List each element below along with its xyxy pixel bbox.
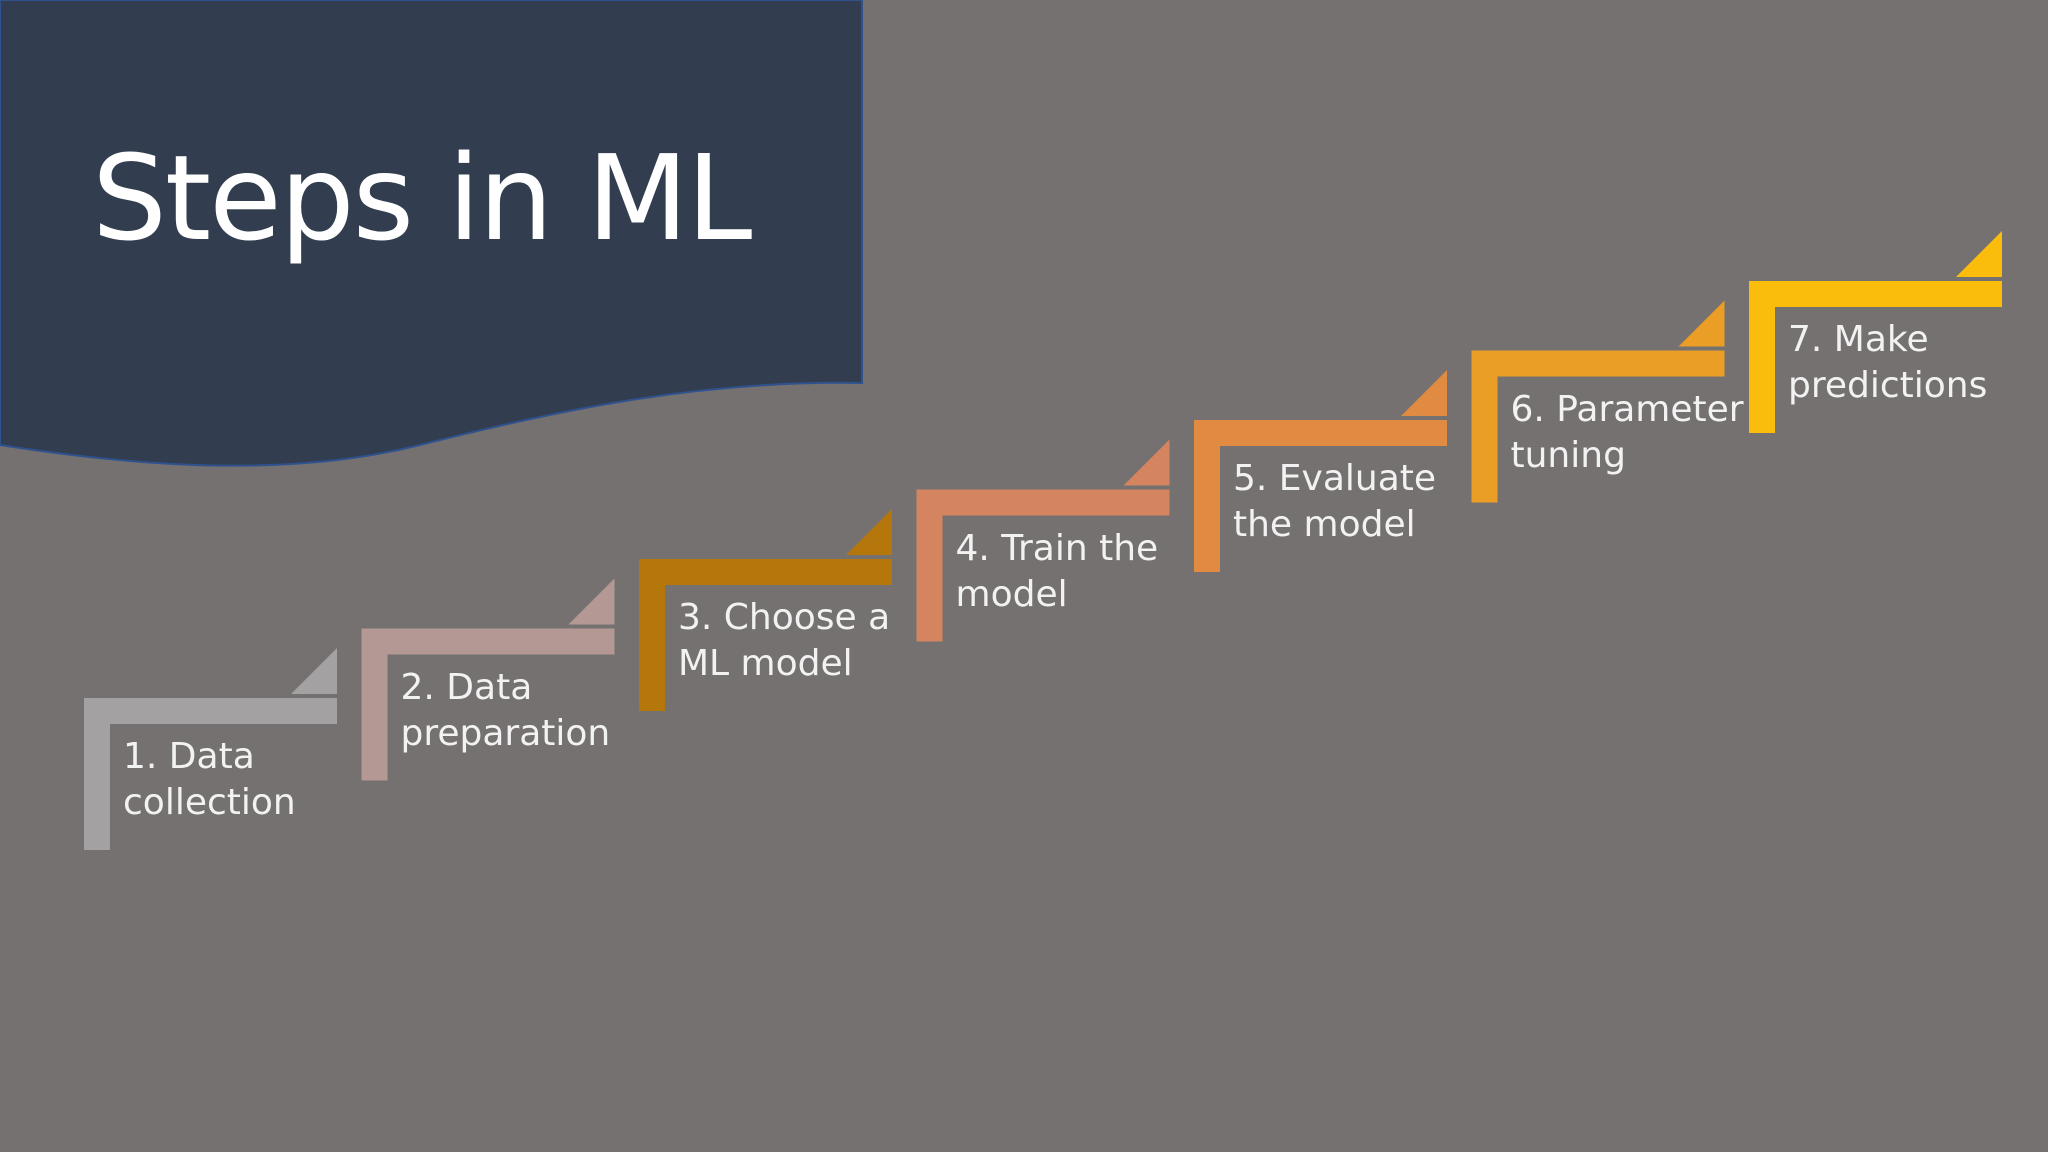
step-1-label: 1. Data collection	[123, 734, 296, 826]
step-2-label-line2: preparation	[400, 712, 611, 754]
step-6-corner-marker	[1678, 300, 1725, 347]
step-1-bracket	[84, 698, 337, 850]
step-4-corner-marker	[1123, 439, 1170, 486]
step-4-label-line1: 4. Train the	[955, 527, 1159, 569]
title-panel	[0, 0, 863, 467]
page-title: Steps in ML	[92, 129, 752, 267]
step-6-bracket	[1471, 350, 1725, 503]
step-7-corner-marker	[1956, 231, 2002, 277]
step-3-bracket	[639, 559, 892, 711]
step-7-label-line2: predictions	[1788, 365, 1988, 406]
step-7-label: 7. Make predictions	[1788, 317, 1987, 409]
step-3-corner-marker	[846, 509, 892, 555]
step-3-label: 3. Choose a ML model	[678, 595, 890, 687]
step-7-label-line1: 7. Make	[1788, 319, 1929, 360]
step-6-label-line2: tuning	[1510, 434, 1626, 476]
step-4-label-line2: model	[955, 573, 1068, 615]
step-2-label-line1: 2. Data	[400, 666, 533, 708]
step-2-bracket	[361, 628, 615, 781]
step-5-bracket	[1194, 420, 1447, 572]
step-7-bracket	[1749, 281, 2002, 433]
step-1-corner-marker	[291, 648, 337, 694]
step-5-label-line2: the model	[1233, 504, 1416, 545]
step-3-label-line2: ML model	[678, 643, 853, 684]
step-4-bracket	[916, 489, 1170, 642]
step-5-label-line1: 5. Evaluate	[1233, 458, 1437, 499]
step-3-label-line1: 3. Choose a	[678, 597, 891, 638]
step-6-label-line1: 6. Parameter	[1510, 388, 1744, 430]
step-2-corner-marker	[568, 578, 615, 625]
step-1-label-line1: 1. Data	[123, 736, 255, 777]
steps-layer	[84, 231, 2002, 850]
step-5-corner-marker	[1401, 370, 1447, 416]
step-1-label-line2: collection	[123, 782, 296, 823]
step-5-label: 5. Evaluate the model	[1233, 456, 1436, 548]
